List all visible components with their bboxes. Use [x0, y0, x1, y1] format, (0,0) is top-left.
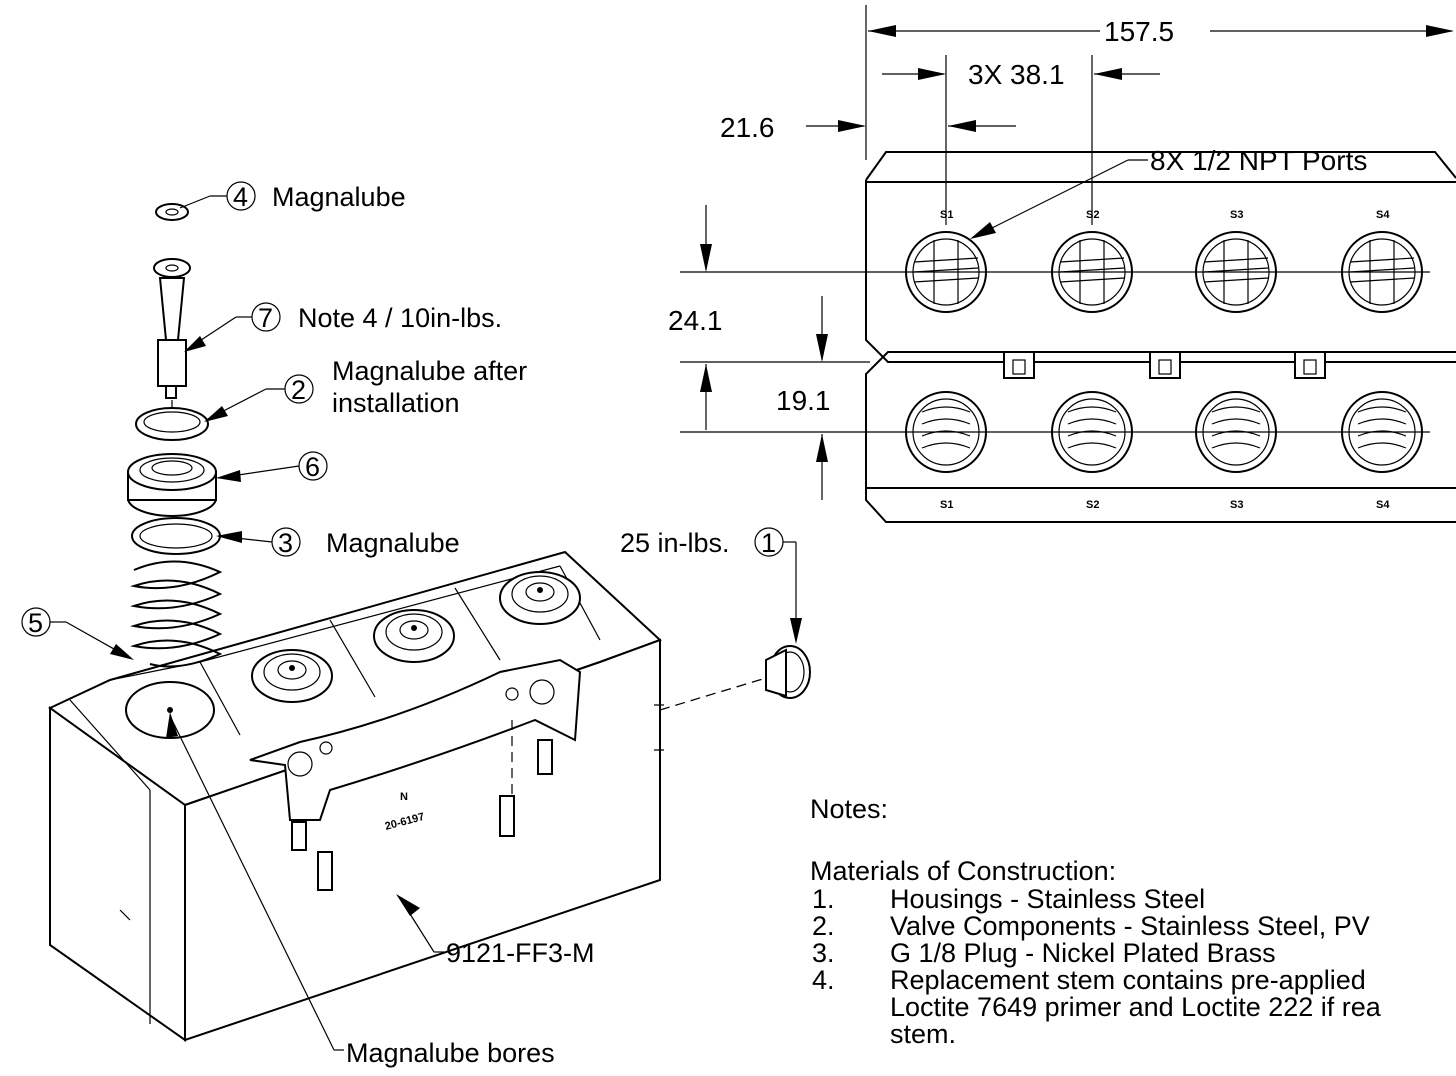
note-2-number: 2. [812, 911, 835, 941]
callout-1-label: 25 in-lbs. [620, 528, 730, 558]
callout-5: 5 [21, 607, 134, 660]
callout-2-number: 2 [291, 375, 306, 405]
callout-2: 2 Magnalube after installation [204, 356, 527, 422]
note-3-number: 3. [812, 938, 835, 968]
station-label-upper-s4: S4 [1376, 209, 1390, 221]
upper-port-s1 [905, 231, 987, 313]
housing-tabs [1003, 351, 1326, 379]
upper-port-s2 [1051, 231, 1133, 313]
station-label-lower-s4: S4 [1376, 499, 1390, 511]
callout-3: 3 Magnalube [216, 527, 460, 558]
plug-item-1 [659, 645, 811, 711]
station-label-upper-s1: S1 [940, 209, 953, 221]
callout-7-label: Note 4 / 10in-lbs. [298, 303, 502, 333]
callout-6-number: 6 [305, 452, 320, 482]
ports-leader: 8X 1/2 NPT Ports [970, 145, 1367, 239]
dimension-pitch-value: 3X 38.1 [968, 59, 1065, 90]
callout-4-number: 4 [233, 182, 248, 212]
callout-7-number: 7 [258, 303, 273, 333]
bores-label: Magnalube bores [346, 1038, 555, 1068]
station-label-upper-s2: S2 [1086, 209, 1099, 221]
upper-port-s3 [1195, 231, 1277, 313]
callout-5-number: 5 [28, 608, 43, 638]
upper-port-s4 [1341, 231, 1423, 313]
note-4-text: Replacement stem contains pre-applied [890, 965, 1366, 995]
note-4-text-cont2: stem. [890, 1019, 956, 1049]
dimension-height-bottom-value: 19.1 [776, 385, 831, 416]
note-1-text: Housings - Stainless Steel [890, 884, 1205, 914]
lower-port-s1 [905, 391, 987, 473]
callout-2-label-line2: installation [332, 388, 460, 418]
top-view: 157.5 3X 38.1 21.6 8X 1/2 NPT Ports [668, 5, 1456, 523]
part-number-callout: 9121-FF3-M [396, 894, 595, 968]
callout-3-label: Magnalube [326, 528, 460, 558]
ports-label: 8X 1/2 NPT Ports [1150, 145, 1367, 176]
lower-port-s4 [1341, 391, 1423, 473]
part-number: 9121-FF3-M [446, 938, 595, 968]
lower-port-s2 [1051, 391, 1133, 473]
lower-ports [905, 391, 1423, 473]
dimension-overall-value: 157.5 [1104, 16, 1174, 47]
station-label-lower-s1: S1 [940, 499, 953, 511]
callout-2-label-line1: Magnalube after [332, 356, 527, 386]
notes-title: Notes: [810, 794, 888, 824]
lower-housing-outline [865, 351, 1456, 523]
dimension-offset-value: 21.6 [720, 112, 775, 143]
callout-6: 6 [216, 451, 328, 482]
bores-callout: Magnalube bores [166, 712, 555, 1068]
station-label-upper-s3: S3 [1230, 209, 1243, 221]
dimension-heights: 24.1 19.1 [668, 205, 1430, 500]
note-4-number: 4. [812, 965, 835, 995]
station-label-lower-s2: S2 [1086, 499, 1099, 511]
upper-ports [905, 231, 1423, 313]
notes-subtitle: Materials of Construction: [810, 856, 1116, 886]
notes-block: Notes: Materials of Construction: 1. Hou… [810, 794, 1382, 1049]
dimension-overall-width: 157.5 [868, 16, 1454, 47]
dimension-height-top-value: 24.1 [668, 305, 723, 336]
note-4-text-cont1: Loctite 7649 primer and Loctite 222 if r… [890, 992, 1382, 1022]
note-2-text: Valve Components - Stainless Steel, PV [890, 911, 1370, 941]
station-label-lower-s3: S3 [1230, 499, 1243, 511]
body-marking-letter: N [400, 791, 408, 803]
dowel-pins [291, 720, 553, 891]
lower-port-s3 [1195, 391, 1277, 473]
callout-7: 7 Note 4 / 10in-lbs. [184, 302, 502, 352]
note-1-number: 1. [812, 884, 835, 914]
callout-3-number: 3 [278, 528, 293, 558]
exploded-stack [127, 203, 223, 668]
dimension-offset: 21.6 [720, 112, 1016, 143]
dimension-pitch: 3X 38.1 [882, 59, 1160, 90]
callout-1: 25 in-lbs. 1 [620, 527, 802, 644]
note-3-text: G 1/8 Plug - Nickel Plated Brass [890, 938, 1276, 968]
upper-housing-outline [865, 151, 1456, 363]
callout-1-number: 1 [761, 528, 776, 558]
callout-4: 4 Magnalube [179, 181, 406, 212]
body-valve-caps [251, 571, 581, 703]
callout-4-label: Magnalube [272, 182, 406, 212]
mounting-bracket [249, 658, 582, 821]
